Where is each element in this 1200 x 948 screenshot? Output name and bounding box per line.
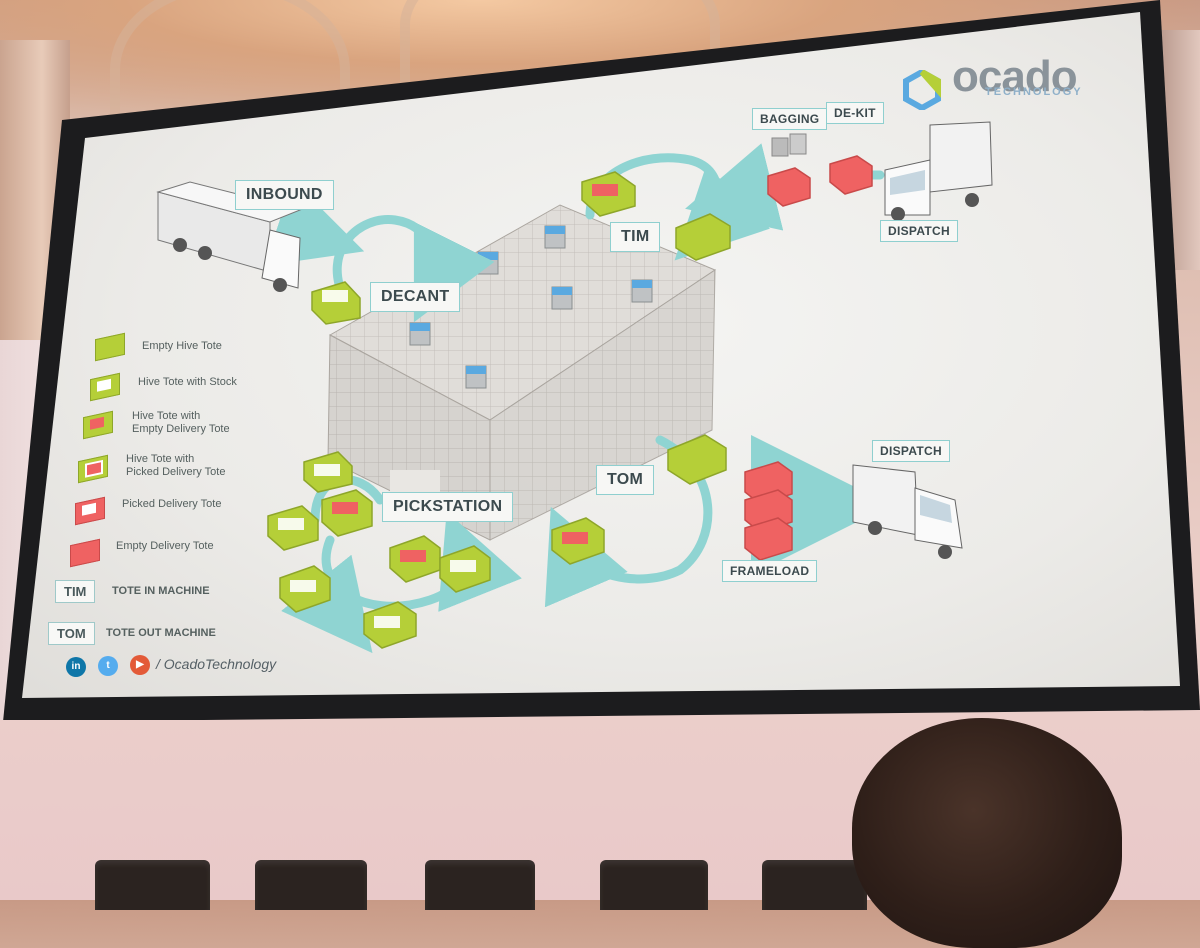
chair <box>95 860 210 910</box>
social-handle: / OcadoTechnology <box>156 656 277 672</box>
label-pickstation: PICKSTATION <box>382 492 514 522</box>
legend-item-text: Hive Tote with Stock <box>138 376 237 388</box>
label-tim: TIM <box>610 222 661 252</box>
twitter-icon[interactable]: t <box>98 656 118 676</box>
chair <box>762 860 867 910</box>
label-decant: DECANT <box>370 282 461 312</box>
inbound-truck-icon <box>156 181 302 292</box>
brand-name: ocado <box>952 52 1078 101</box>
warehouse-diagram <box>156 121 993 654</box>
abbr-tim: TIM <box>55 580 96 603</box>
label-dekit: DE-KIT <box>826 102 884 124</box>
legend-item-text: Picked Delivery Tote <box>122 498 222 510</box>
audience-head <box>852 718 1122 948</box>
delivery-tote-icon <box>744 155 873 561</box>
bag-icon <box>771 133 807 157</box>
ocado-logo-icon <box>903 70 941 110</box>
youtube-icon[interactable]: ▶ <box>130 655 150 675</box>
brand-subtitle: TECHNOLOGY <box>985 86 1083 98</box>
linkedin-icon[interactable]: in <box>66 657 86 677</box>
label-tom: TOM <box>596 465 655 495</box>
ceiling-arch <box>110 0 350 160</box>
dispatch-van-icon <box>884 121 993 221</box>
hive-grid-block <box>327 204 717 541</box>
chair <box>255 860 367 910</box>
label-frameload: FRAMELOAD <box>722 560 818 582</box>
abbr-tom-meaning: TOTE OUT MACHINE <box>106 627 216 639</box>
dispatch-van-icon <box>852 464 963 559</box>
label-bagging: BAGGING <box>752 108 828 130</box>
legend-item-text: Hive Tote with Picked Delivery Tote <box>126 453 226 478</box>
chair <box>425 860 535 910</box>
legend-item-text: Empty Delivery Tote <box>116 540 214 552</box>
label-dispatch-top: DISPATCH <box>880 220 958 242</box>
legend-item-text: Hive Tote with Empty Delivery Tote <box>132 410 230 435</box>
chair <box>600 860 708 910</box>
label-dispatch-bottom: DISPATCH <box>872 440 950 462</box>
label-inbound: INBOUND <box>235 180 334 210</box>
legend-item-text: Empty Hive Tote <box>142 340 222 352</box>
abbr-tom: TOM <box>48 622 95 645</box>
abbr-tim-meaning: TOTE IN MACHINE <box>112 585 210 597</box>
